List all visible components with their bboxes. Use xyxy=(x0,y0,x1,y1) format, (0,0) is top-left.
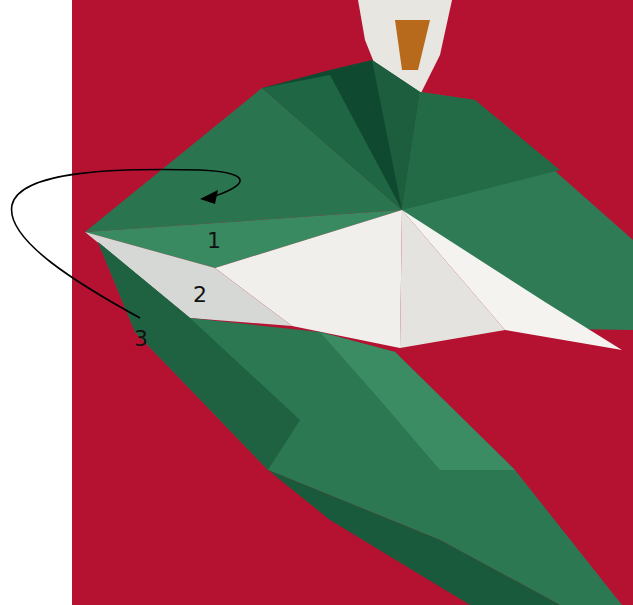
paper-strip xyxy=(395,20,430,70)
arrow-head xyxy=(200,190,218,204)
paper-leg xyxy=(320,332,515,470)
paper-flap xyxy=(262,75,402,210)
paper-leg xyxy=(98,242,622,605)
paper-flap xyxy=(402,92,560,210)
callout-number: 1 xyxy=(207,230,221,252)
callout-number: 3 xyxy=(134,328,148,350)
paper-white xyxy=(402,210,622,350)
paper-leg xyxy=(98,242,300,470)
paper-leg xyxy=(268,470,560,605)
curved-arrow xyxy=(12,169,241,318)
background-shade xyxy=(72,0,633,605)
callout-number: 2 xyxy=(193,284,207,306)
red-background xyxy=(72,0,633,605)
